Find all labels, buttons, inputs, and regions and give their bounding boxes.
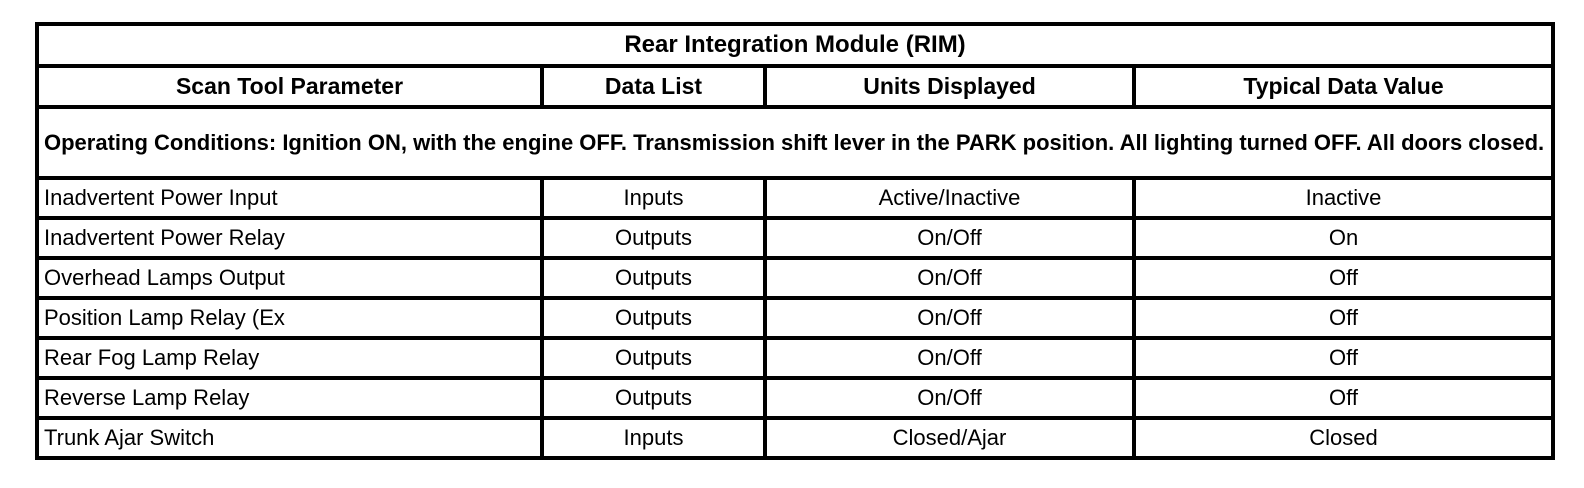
table-body: Rear Integration Module (RIM) Scan Tool … (34, 22, 1556, 460)
operating-conditions-row: Operating Conditions: Ignition ON, with … (34, 105, 1556, 180)
cell-units: On/Off (763, 376, 1136, 420)
cell-data-list: Inputs (540, 176, 767, 220)
cell-units: On/Off (763, 256, 1136, 300)
title-row: Rear Integration Module (RIM) (34, 22, 1556, 68)
rim-data-table: Rear Integration Module (RIM) Scan Tool … (34, 22, 1556, 460)
operating-conditions-text: Operating Conditions: Ignition ON, with … (34, 105, 1556, 180)
cell-value: Off (1131, 376, 1556, 420)
cell-value: Inactive (1131, 176, 1556, 220)
cell-value: On (1131, 216, 1556, 260)
cell-data-list: Outputs (540, 216, 767, 260)
header-row: Scan Tool Parameter Data List Units Disp… (35, 64, 1556, 109)
column-header-typical-data-value: Typical Data Value (1131, 64, 1556, 109)
column-header-data-list: Data List (540, 64, 767, 109)
column-header-units-displayed: Units Displayed (763, 64, 1136, 109)
cell-parameter: Inadvertent Power Input (35, 176, 544, 220)
cell-value: Closed (1131, 416, 1556, 460)
cell-value: Off (1131, 296, 1556, 340)
cell-value: Off (1131, 336, 1556, 380)
cell-data-list: Outputs (540, 296, 767, 340)
table-row: Inadvertent Power Input Inputs Active/In… (35, 176, 1556, 220)
cell-units: On/Off (763, 216, 1136, 260)
cell-parameter: Overhead Lamps Output (35, 256, 544, 300)
table-row: Reverse Lamp Relay Outputs On/Off Off (35, 376, 1556, 420)
cell-value: Off (1131, 256, 1556, 300)
table-row: Trunk Ajar Switch Inputs Closed/Ajar Clo… (35, 416, 1556, 460)
cell-parameter: Reverse Lamp Relay (35, 376, 544, 420)
cell-units: Active/Inactive (763, 176, 1136, 220)
cell-data-list: Inputs (540, 416, 767, 460)
table-row: Inadvertent Power Relay Outputs On/Off O… (35, 216, 1556, 260)
cell-parameter: Rear Fog Lamp Relay (35, 336, 544, 380)
cell-data-list: Outputs (540, 256, 767, 300)
table-title: Rear Integration Module (RIM) (34, 22, 1556, 68)
table-row: Position Lamp Relay (Ex Outputs On/Off O… (35, 296, 1556, 340)
cell-parameter: Inadvertent Power Relay (35, 216, 544, 260)
cell-data-list: Outputs (540, 376, 767, 420)
table-row: Overhead Lamps Output Outputs On/Off Off (35, 256, 1556, 300)
cell-parameter: Trunk Ajar Switch (35, 416, 544, 460)
table-row: Rear Fog Lamp Relay Outputs On/Off Off (35, 336, 1556, 380)
cell-parameter: Position Lamp Relay (Ex (35, 296, 544, 340)
cell-units: Closed/Ajar (763, 416, 1136, 460)
cell-units: On/Off (763, 296, 1136, 340)
cell-units: On/Off (763, 336, 1136, 380)
column-header-scan-tool-parameter: Scan Tool Parameter (35, 64, 544, 109)
cell-data-list: Outputs (540, 336, 767, 380)
